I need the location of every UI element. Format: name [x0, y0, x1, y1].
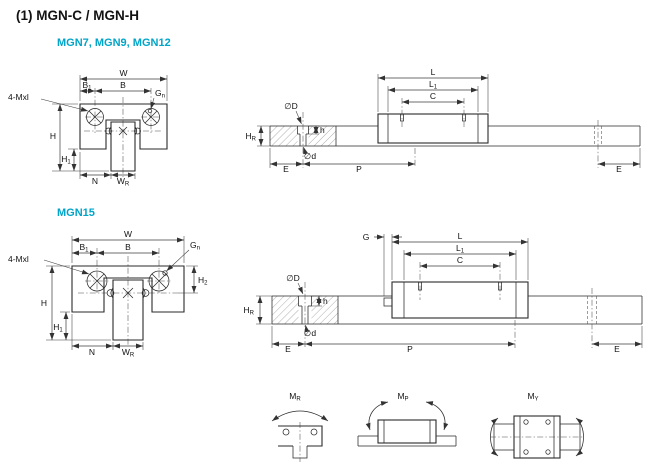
section-label-large: MGN15 [57, 207, 95, 219]
moment-my-figure: MY [490, 391, 584, 459]
mini-block-front [278, 425, 323, 447]
rail-profile [112, 279, 144, 341]
carriage-block [391, 281, 529, 319]
dim-label-4mxl: 4-Mxl [8, 92, 29, 102]
dim-label-h1: H1 [53, 322, 63, 334]
dim-label-b: B [120, 80, 126, 90]
dim-label-e-left: E [283, 164, 289, 174]
dim-label-h-depth: h [320, 125, 325, 135]
pitch-arrow-left [365, 401, 389, 431]
dim-label-g: G [363, 232, 370, 242]
dim-label-w: W [124, 229, 132, 239]
rail-section-hatch [272, 296, 299, 324]
rail [269, 125, 641, 147]
moment-diagrams: MR MP MY [271, 391, 584, 462]
dim-label-hr: HR [244, 305, 255, 317]
dim-label-w: W [119, 68, 127, 78]
ball-right [141, 289, 150, 297]
dim-label-e-right: E [614, 344, 620, 354]
mini-rail-front [292, 446, 308, 459]
rail [271, 295, 643, 325]
dim-label-wr: WR [117, 176, 130, 188]
ball-left [105, 127, 112, 135]
mgn7-9-12-front-view: W B B1 Gn 4-Mxl H H1 N WR [8, 68, 168, 188]
dim-label-4mxl: 4-Mxl [8, 254, 29, 264]
dim-label-wr: WR [122, 347, 135, 359]
moment-label-mr: MR [289, 391, 301, 403]
rail-bolt-hole [297, 126, 309, 146]
block-outline [71, 265, 185, 313]
dim-label-h: H [41, 298, 47, 308]
mgn15-side-view: G L L1 C ∅D h HR ∅d E P E [244, 231, 643, 354]
dim-label-b1: B1 [79, 242, 89, 254]
dim-label-c: C [457, 255, 463, 265]
rail-bolt-hole [298, 296, 312, 324]
page-title: (1) MGN-C / MGN-H [16, 8, 139, 23]
roll-arrow [271, 410, 329, 422]
dim-label-phi-d-small: ∅d [304, 328, 316, 338]
grease-nipple [383, 297, 393, 307]
dim-label-phi-d-small: ∅d [304, 151, 316, 161]
mini-rail-top [493, 423, 581, 451]
dim-label-b: B [125, 242, 131, 252]
dim-label-l: L [458, 231, 463, 241]
front-large-dimensions: W B B1 Gn 4-Mxl H2 H H1 N WR [8, 229, 208, 359]
mounting-hole-left [86, 108, 104, 126]
grease-hole [162, 270, 168, 276]
carriage-block [377, 113, 489, 144]
rail-section-hatch [270, 126, 298, 146]
dim-label-n: N [92, 176, 98, 186]
mounting-hole-left [86, 270, 108, 292]
dim-label-l1: L1 [429, 79, 438, 91]
dim-label-c: C [430, 91, 436, 101]
dim-label-l1: L1 [456, 243, 465, 255]
rail-section-hatch [311, 296, 338, 324]
dim-label-phi-d-big: ∅D [286, 273, 300, 283]
mini-block-top [513, 415, 561, 459]
dim-label-e-left: E [285, 344, 291, 354]
yaw-arrow-right [575, 417, 584, 457]
mini-rail-side [357, 435, 457, 447]
moment-label-my: MY [527, 391, 538, 403]
dim-label-h1: H1 [61, 154, 71, 166]
dim-label-p: P [356, 164, 362, 174]
block-outline [79, 103, 168, 150]
pitch-arrow-right [425, 401, 449, 431]
dim-label-h2: H2 [198, 275, 208, 287]
side-small-dimensions: L L1 C ∅D h HR ∅d E P E [246, 67, 641, 174]
side-large-dimensions: G L L1 C ∅D h HR ∅d E P E [244, 231, 643, 354]
rail-profile [110, 121, 136, 172]
dim-label-gn: Gn [190, 240, 200, 252]
dim-label-n: N [89, 347, 95, 357]
dim-label-e-right: E [616, 164, 622, 174]
dim-label-phi-d-big: ∅D [284, 101, 298, 111]
ball-left [106, 289, 115, 297]
moment-mr-figure: MR [271, 391, 329, 462]
front-small-dimensions: W B B1 Gn 4-Mxl H H1 N WR [8, 68, 168, 188]
dim-label-l: L [431, 67, 436, 77]
dim-label-gn: Gn [155, 88, 165, 100]
dim-label-h-depth: h [323, 296, 328, 306]
moment-label-mp: MP [397, 391, 408, 403]
dim-label-hr: HR [246, 131, 257, 143]
ball-right [134, 127, 141, 135]
mini-block-side [377, 419, 437, 444]
dim-label-p: P [407, 344, 413, 354]
section-label-small: MGN7, MGN9, MGN12 [57, 37, 171, 49]
moment-mp-figure: MP [357, 391, 457, 447]
mounting-hole-right [148, 270, 170, 292]
grease-hole [147, 108, 153, 114]
mgn15-front-view: W B B1 Gn 4-Mxl H2 H H1 N WR [8, 229, 208, 359]
dim-label-b1: B1 [82, 80, 92, 92]
dim-label-h: H [50, 131, 56, 141]
mgn7-9-12-side-view: L L1 C ∅D h HR ∅d E P E [246, 67, 641, 174]
